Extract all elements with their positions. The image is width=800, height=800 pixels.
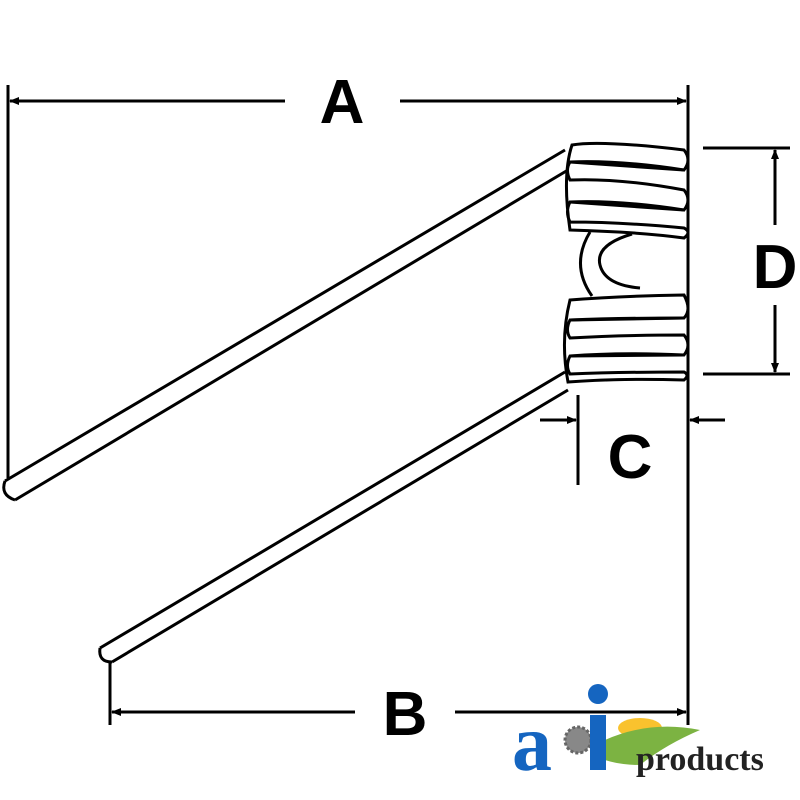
field-icon <box>605 726 700 765</box>
svg-text:a: a <box>512 700 552 788</box>
label-d: D <box>753 233 798 302</box>
ai-products-logo: a products <box>512 684 764 788</box>
label-c: C <box>608 423 653 492</box>
coil-connector <box>579 231 641 297</box>
lower-tine <box>98 370 569 664</box>
gear-icon <box>563 725 593 755</box>
label-b: B <box>383 680 428 749</box>
label-a: A <box>320 68 365 137</box>
upper-coil <box>564 141 690 240</box>
logo-products-text: products <box>636 741 764 778</box>
upper-tine <box>2 148 569 502</box>
lower-coil <box>562 293 690 384</box>
